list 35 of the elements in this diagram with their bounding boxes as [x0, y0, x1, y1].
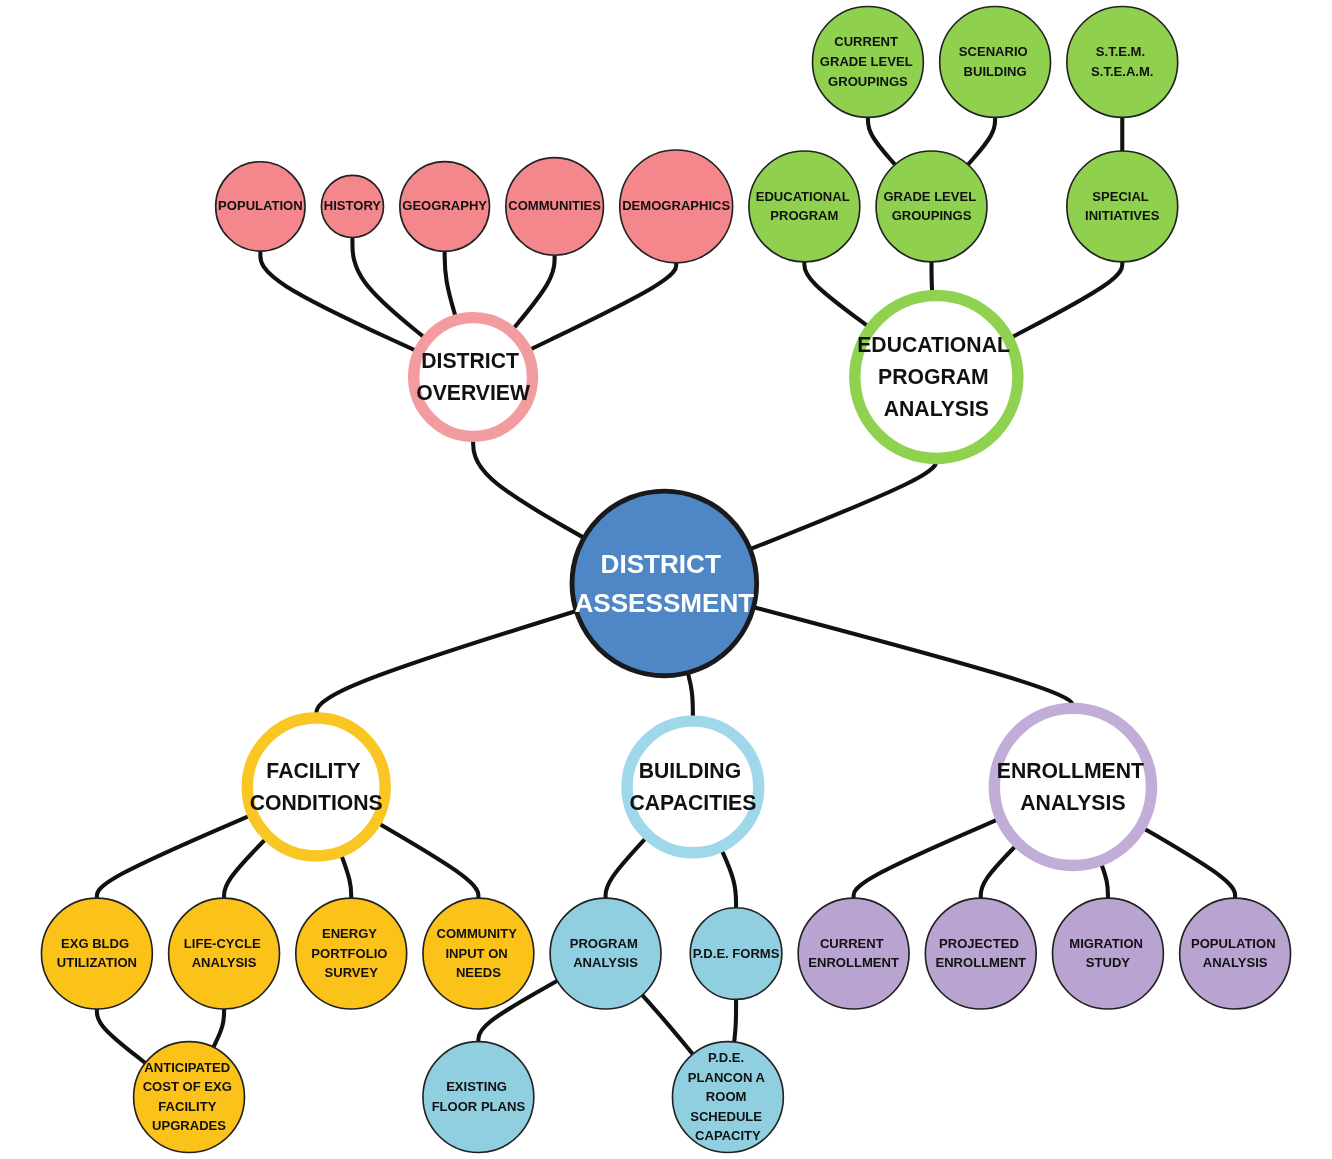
node-circle: HISTORY: [320, 174, 385, 239]
connector: [865, 117, 897, 167]
node-circle: BUILDING CAPACITIES: [621, 715, 765, 859]
node-circle: MIGRATION STUDY: [1051, 897, 1165, 1010]
node-circle: SCENARIO BUILDING: [938, 5, 1052, 119]
node-circle: POPULATION: [214, 160, 306, 252]
connector: [94, 1009, 147, 1065]
node-circle: PROGRAM ANALYSIS: [549, 897, 662, 1010]
node-circle: ANTICIPATED COST OF EXG FACILITY UPGRADES: [132, 1040, 246, 1154]
node-circle: LIFE-CYCLE ANALYSIS: [167, 897, 281, 1010]
node-circle: COMMUNITY INPUT ON NEEDS: [422, 897, 535, 1010]
node-circle: SPECIAL INITIATIVES: [1066, 150, 1179, 263]
node-circle: GRADE LEVEL GROUPINGS: [875, 150, 988, 263]
node-circle: DEMOGRAPHICS: [618, 149, 734, 264]
connector: [640, 993, 695, 1056]
node-circle: CURRENT GRADE LEVEL GROUPINGS: [811, 5, 925, 119]
connector: [732, 999, 739, 1043]
node-circle: CURRENT ENROLLMENT: [797, 897, 910, 1010]
node-circle: DISTRICT OVERVIEW: [408, 311, 539, 443]
node-circle: S.T.E.M. S.T.E.A.M.: [1066, 5, 1179, 119]
node-circle: EXISTING FLOOR PLANS: [422, 1040, 535, 1154]
connector: [1120, 117, 1125, 151]
node-circle: GEOGRAPHY: [399, 160, 491, 253]
node-circle: ENERGY PORTFOLIO SURVEY: [295, 897, 408, 1010]
node-circle: EDUCATIONAL PROGRAM: [748, 150, 861, 263]
connector: [966, 117, 998, 167]
node-circle: P.D.E. FORMS: [689, 906, 783, 1001]
connector: [211, 1009, 227, 1049]
node-circle: POPULATION ANALYSIS: [1178, 897, 1292, 1010]
node-circle: ENROLLMENT ANALYSIS: [988, 702, 1158, 872]
node-circle: COMMUNITIES: [505, 156, 605, 257]
connector: [476, 979, 559, 1042]
node-circle: EXG BLDG UTILIZATION: [40, 897, 154, 1010]
node-circle: PROJECTED ENROLLMENT: [924, 897, 1037, 1010]
node-circle: P.D.E. PLANCON A ROOM SCHEDULE CAPACITY: [671, 1040, 785, 1154]
